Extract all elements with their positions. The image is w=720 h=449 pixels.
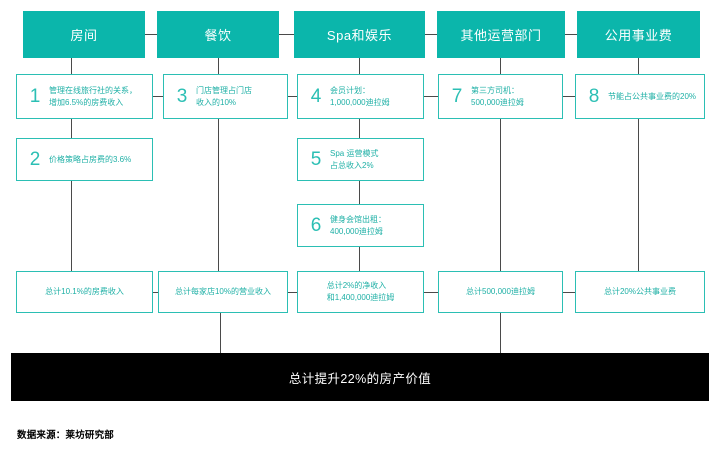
header-box-fnb: 餐饮 bbox=[157, 11, 279, 58]
connector-column-4-to-summary bbox=[500, 119, 501, 271]
item-number: 1 bbox=[29, 86, 41, 107]
item-box-6: 6 健身会馆出租： 400,000迪拉姆 bbox=[297, 204, 424, 247]
connector-item-5-to-6 bbox=[359, 181, 360, 204]
connector-item-4-to-5 bbox=[359, 119, 360, 138]
total-value-bar: 总计提升22%的房产价值 bbox=[11, 353, 709, 401]
summary-text: 总计20%公共事业费 bbox=[603, 287, 676, 296]
connector-header-to-item-1 bbox=[71, 58, 72, 74]
summary-box-other-ops: 总计500,000迪拉姆 bbox=[438, 271, 563, 313]
connector-item-4-7 bbox=[424, 96, 438, 97]
connector-item-3-4 bbox=[288, 96, 297, 97]
header-box-other-ops: 其他运营部门 bbox=[437, 11, 565, 58]
connector-summary-to-total-right bbox=[500, 313, 501, 353]
connector-summary-3-4 bbox=[424, 292, 438, 293]
connector-column-1-to-summary bbox=[71, 181, 72, 271]
connector-column-3-to-summary bbox=[359, 247, 360, 271]
connector-header-to-item-4 bbox=[359, 58, 360, 74]
total-value-label: 总计提升22%的房产价值 bbox=[288, 371, 432, 386]
summary-text: 总计500,000迪拉姆 bbox=[466, 287, 535, 296]
header-label: 其他运营部门 bbox=[460, 28, 542, 43]
header-label: 房间 bbox=[70, 28, 98, 43]
summary-text: 总计2%的净收入 和1,400,000迪拉姆 bbox=[326, 281, 395, 302]
item-text: 管理在线旅行社的关系， 增加6.5%的房费收入 bbox=[49, 85, 137, 107]
item-text: 第三方司机： 500,000迪拉姆 bbox=[471, 85, 524, 107]
connector-item-1-3 bbox=[153, 96, 163, 97]
connector-column-2-to-summary bbox=[218, 119, 219, 271]
summary-box-rooms: 总计10.1%的房费收入 bbox=[16, 271, 153, 313]
connector-column-5-to-summary bbox=[638, 119, 639, 271]
item-number: 7 bbox=[451, 86, 463, 107]
connector-summary-to-total-left bbox=[220, 313, 221, 353]
connector-summary-2-3 bbox=[288, 292, 297, 293]
item-box-3: 3 门店管理占门店 收入的10% bbox=[163, 74, 288, 119]
connector-summary-4-5 bbox=[563, 292, 575, 293]
item-text: 健身会馆出租： 400,000迪拉姆 bbox=[330, 214, 386, 236]
item-number: 3 bbox=[176, 86, 188, 107]
item-box-1: 1 管理在线旅行社的关系， 增加6.5%的房费收入 bbox=[16, 74, 153, 119]
header-label: 公用事业费 bbox=[604, 28, 673, 43]
summary-box-spa: 总计2%的净收入 和1,400,000迪拉姆 bbox=[297, 271, 424, 313]
header-box-rooms: 房间 bbox=[23, 11, 145, 58]
connector-header-to-item-3 bbox=[218, 58, 219, 74]
item-box-4: 4 会员计划： 1,000,000迪拉姆 bbox=[297, 74, 424, 119]
item-text: 价格策略占房费的3.6% bbox=[49, 154, 132, 164]
item-text: 节能占公共事业费的20% bbox=[608, 91, 697, 101]
item-box-5: 5 Spa 运营模式 占总收入2% bbox=[297, 138, 424, 181]
item-number: 2 bbox=[29, 149, 41, 170]
item-box-7: 7 第三方司机： 500,000迪拉姆 bbox=[438, 74, 563, 119]
header-label: 餐饮 bbox=[204, 28, 232, 43]
item-box-2: 2 价格策略占房费的3.6% bbox=[16, 138, 153, 181]
item-text: 门店管理占门店 收入的10% bbox=[196, 85, 252, 107]
connector-header-4-5 bbox=[565, 34, 577, 35]
connector-header-to-item-7 bbox=[500, 58, 501, 74]
item-text: Spa 运营模式 占总收入2% bbox=[330, 148, 379, 170]
summary-text: 总计10.1%的房费收入 bbox=[45, 287, 124, 296]
connector-item-1-to-2 bbox=[71, 119, 72, 138]
connector-summary-1-2 bbox=[153, 292, 158, 293]
connector-header-3-4 bbox=[425, 34, 437, 35]
summary-box-utilities: 总计20%公共事业费 bbox=[575, 271, 705, 313]
item-number: 8 bbox=[588, 86, 600, 107]
summary-text: 总计每家店10%的营业收入 bbox=[174, 287, 271, 296]
summary-box-fnb: 总计每家店10%的营业收入 bbox=[158, 271, 288, 313]
item-number: 6 bbox=[310, 215, 322, 236]
connector-item-7-8 bbox=[563, 96, 575, 97]
header-box-utilities: 公用事业费 bbox=[577, 11, 700, 58]
item-box-8: 8 节能占公共事业费的20% bbox=[575, 74, 705, 119]
item-number: 4 bbox=[310, 86, 322, 107]
connector-header-2-3 bbox=[279, 34, 294, 35]
header-box-spa: Spa和娱乐 bbox=[294, 11, 425, 58]
header-label: Spa和娱乐 bbox=[326, 28, 393, 43]
connector-header-1-2 bbox=[145, 34, 157, 35]
source-note: 数据来源：莱坊研究部 bbox=[17, 430, 115, 441]
item-number: 5 bbox=[310, 149, 322, 170]
item-text: 会员计划： 1,000,000迪拉姆 bbox=[330, 85, 390, 107]
connector-header-to-item-8 bbox=[638, 58, 639, 74]
